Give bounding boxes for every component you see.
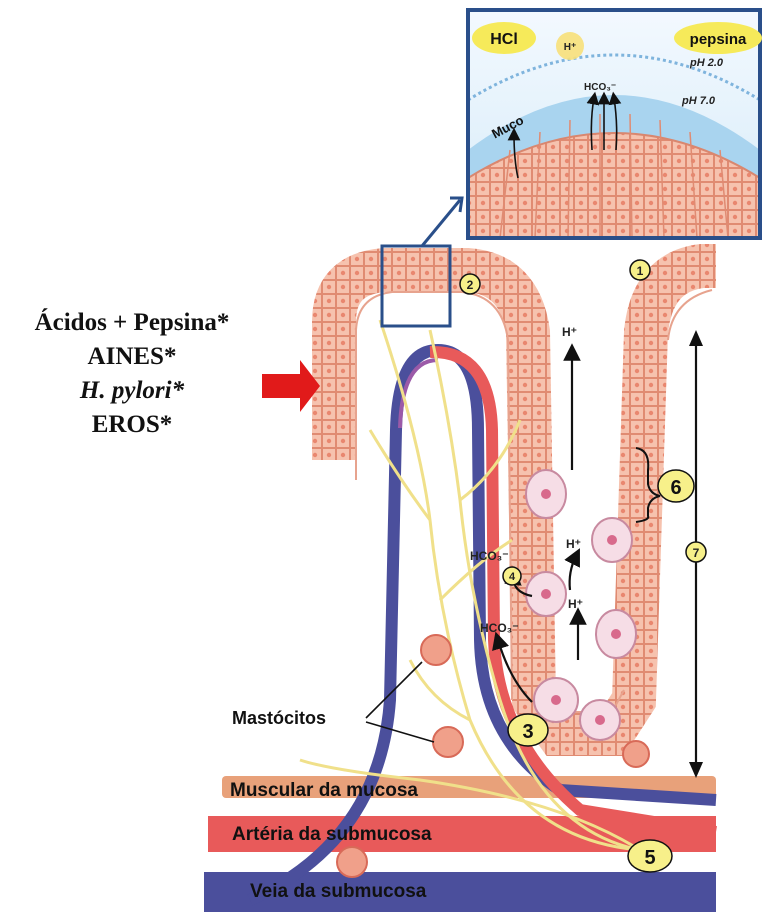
marker-2: 2 bbox=[460, 274, 480, 294]
mastocitos-label: Mastócitos bbox=[232, 708, 326, 728]
ph-low-label: pH 2.0 bbox=[689, 57, 724, 69]
veia-label: Veia da submucosa bbox=[250, 881, 427, 902]
marker-6: 6 bbox=[658, 470, 694, 502]
h-plus-top-label: H⁺ bbox=[562, 325, 577, 339]
muscular-label: Muscular da mucosa bbox=[230, 780, 418, 801]
injury-arrow bbox=[262, 360, 320, 412]
inset-h-plus-label: H⁺ bbox=[564, 42, 577, 53]
marker-5: 5 bbox=[628, 840, 672, 872]
inset-zoom-panel: HCl H⁺ pepsina pH 2.0 pH 7.0 HCO₃⁻ Muco bbox=[468, 10, 762, 238]
marker-7: 7 bbox=[686, 542, 706, 562]
hco3-upper-label: HCO₃⁻ bbox=[470, 549, 509, 563]
inset-hco3-label: HCO₃⁻ bbox=[584, 82, 616, 93]
svg-text:3: 3 bbox=[522, 721, 533, 743]
ph-high-label: pH 7.0 bbox=[681, 95, 716, 107]
pepsina-label: pepsina bbox=[690, 31, 747, 48]
hcl-label: HCl bbox=[490, 31, 518, 48]
marker-3: 3 bbox=[508, 714, 548, 746]
marker-4: 4 bbox=[503, 567, 521, 585]
svg-text:2: 2 bbox=[467, 278, 474, 292]
arteria-label: Artéria da submucosa bbox=[232, 824, 432, 845]
h-plus-low-label: H⁺ bbox=[568, 597, 583, 611]
h-plus-arrow-mid bbox=[570, 556, 576, 590]
hco3-lower-label: HCO₃⁻ bbox=[480, 621, 519, 635]
svg-text:4: 4 bbox=[509, 571, 516, 583]
zoom-connector bbox=[422, 200, 460, 246]
svg-text:7: 7 bbox=[693, 546, 700, 560]
h-plus-mid-label: H⁺ bbox=[566, 537, 581, 551]
marker-1: 1 bbox=[630, 260, 650, 280]
svg-text:1: 1 bbox=[637, 264, 644, 278]
svg-text:6: 6 bbox=[670, 477, 681, 499]
svg-text:5: 5 bbox=[644, 847, 655, 869]
